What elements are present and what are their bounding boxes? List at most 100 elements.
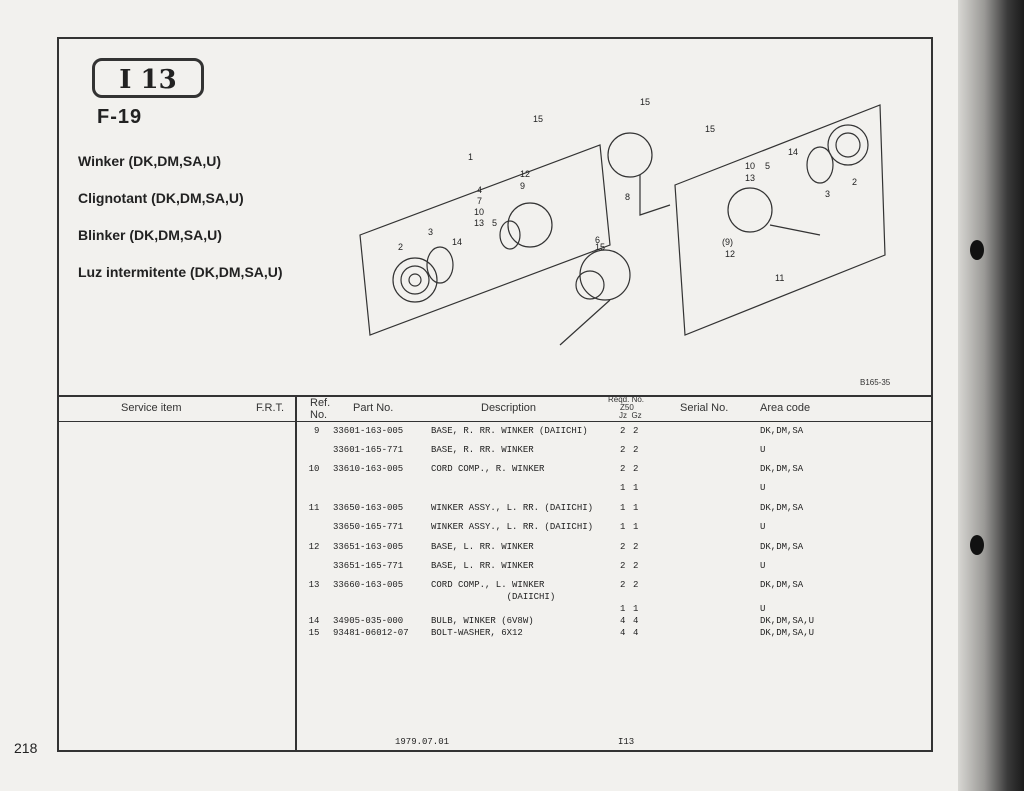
area-code: DK,DM,SA <box>760 464 804 474</box>
description: BULB, WINKER (6V8W) <box>431 616 534 626</box>
area-code: DK,DM,SA,U <box>760 628 815 638</box>
title-french: Clignotant (DK,DM,SA,U) <box>78 190 244 206</box>
ref-no: 15 <box>308 628 320 638</box>
qty-gz: 2 <box>633 464 639 474</box>
description: WINKER ASSY., L. RR. (DAIICHI) <box>431 503 594 513</box>
page-binding-edge <box>958 0 1024 791</box>
description: BOLT-WASHER, 6X12 <box>431 628 523 638</box>
header-jz-gz: Jz Gz <box>619 411 642 420</box>
part-no: 33651-165-771 <box>333 561 404 571</box>
footer-date: 1979.07.01 <box>395 737 450 747</box>
title-spanish: Luz intermitente (DK,DM,SA,U) <box>78 264 283 280</box>
callout-label: 13 <box>474 218 484 228</box>
callout-label: 14 <box>452 237 462 247</box>
part-no: 34905-035-000 <box>333 616 404 626</box>
qty-jz: 2 <box>620 445 626 455</box>
qty-gz: 4 <box>633 628 639 638</box>
callout-label: 3 <box>825 189 830 199</box>
callout-label: 2 <box>398 242 403 252</box>
header-reqd: Reqd. No. <box>608 395 645 404</box>
qty-jz: 4 <box>620 628 626 638</box>
title-german: Blinker (DK,DM,SA,U) <box>78 227 222 243</box>
description: (DAIICHI) <box>431 592 556 602</box>
callout-label: 12 <box>725 249 735 259</box>
header-model: Z50 <box>620 403 634 412</box>
area-code: U <box>760 483 766 493</box>
page-frame <box>57 37 933 752</box>
callout-label: 11 <box>775 273 784 283</box>
callout-label: 14 <box>788 147 798 157</box>
qty-jz: 1 <box>620 503 626 513</box>
part-no: 33651-163-005 <box>333 542 404 552</box>
area-code: U <box>760 604 766 614</box>
area-code: DK,DM,SA,U <box>760 616 815 626</box>
header-serial: Serial No. <box>680 402 729 414</box>
ref-no: 13 <box>308 580 320 590</box>
callout-label: 3 <box>428 227 433 237</box>
header-description: Description <box>481 402 537 414</box>
part-no: 33601-165-771 <box>333 445 404 455</box>
header-part-no: Part No. <box>353 402 394 414</box>
part-no: 33650-165-771 <box>333 522 404 532</box>
callout-label: 13 <box>745 173 755 183</box>
divider <box>57 395 933 397</box>
description: BASE, L. RR. WINKER <box>431 542 534 552</box>
diagram-code: B165-35 <box>860 378 891 387</box>
callout-label: 15 <box>595 242 605 252</box>
header-service-item: Service item <box>121 402 182 414</box>
left-assembly-panel <box>359 144 611 336</box>
header-area: Area code <box>760 402 811 414</box>
callout-label: 15 <box>705 124 715 134</box>
callout-label: 4 <box>477 185 482 195</box>
qty-gz: 2 <box>633 445 639 455</box>
callout-label: 1 <box>468 152 473 162</box>
figure-number: F-19 <box>97 106 143 128</box>
ref-no: 10 <box>308 464 320 474</box>
section-badge: I 13 <box>92 58 204 98</box>
area-code: DK,DM,SA <box>760 542 804 552</box>
callout-label: 15 <box>640 97 650 107</box>
callout-label: 5 <box>765 161 770 171</box>
qty-jz: 1 <box>620 483 626 493</box>
area-code: DK,DM,SA <box>760 426 804 436</box>
qty-gz: 1 <box>633 522 639 532</box>
callout-label: 9 <box>520 181 525 191</box>
part-no: 33650-163-005 <box>333 503 404 513</box>
callout-label: 10 <box>474 207 484 217</box>
area-code: U <box>760 522 766 532</box>
header-ref: Ref. No. <box>310 397 331 421</box>
binding-hole <box>970 535 984 555</box>
ref-no: 9 <box>314 426 320 436</box>
description: BASE, R. RR. WINKER (DAIICHI) <box>431 426 588 436</box>
qty-jz: 1 <box>620 604 626 614</box>
qty-gz: 2 <box>633 561 639 571</box>
description: BASE, L. RR. WINKER <box>431 561 534 571</box>
header-frt: F.R.T. <box>256 402 285 414</box>
description: WINKER ASSY., L. RR. (DAIICHI) <box>431 522 594 532</box>
part-no: 33660-163-005 <box>333 580 404 590</box>
page-number: 218 <box>14 740 38 756</box>
callout-label: (9) <box>722 237 733 247</box>
ref-no: 11 <box>308 503 320 513</box>
callout-label: 5 <box>492 218 497 228</box>
callout-label: 15 <box>533 114 543 124</box>
qty-jz: 1 <box>620 522 626 532</box>
callout-label: 7 <box>477 196 482 206</box>
part-no: 33610-163-005 <box>333 464 404 474</box>
qty-jz: 2 <box>620 561 626 571</box>
binding-hole <box>970 240 984 260</box>
qty-gz: 1 <box>633 483 639 493</box>
area-code: DK,DM,SA <box>760 503 804 513</box>
description: BASE, R. RR. WINKER <box>431 445 534 455</box>
callout-label: 10 <box>745 161 755 171</box>
footer-code: I13 <box>618 737 635 747</box>
part-no: 33601-163-005 <box>333 426 404 436</box>
qty-gz: 4 <box>633 616 639 626</box>
qty-jz: 2 <box>620 580 626 590</box>
qty-jz: 2 <box>620 464 626 474</box>
area-code: DK,DM,SA <box>760 580 804 590</box>
area-code: U <box>760 445 766 455</box>
qty-gz: 2 <box>633 542 639 552</box>
description: CORD COMP., L. WINKER <box>431 580 545 590</box>
